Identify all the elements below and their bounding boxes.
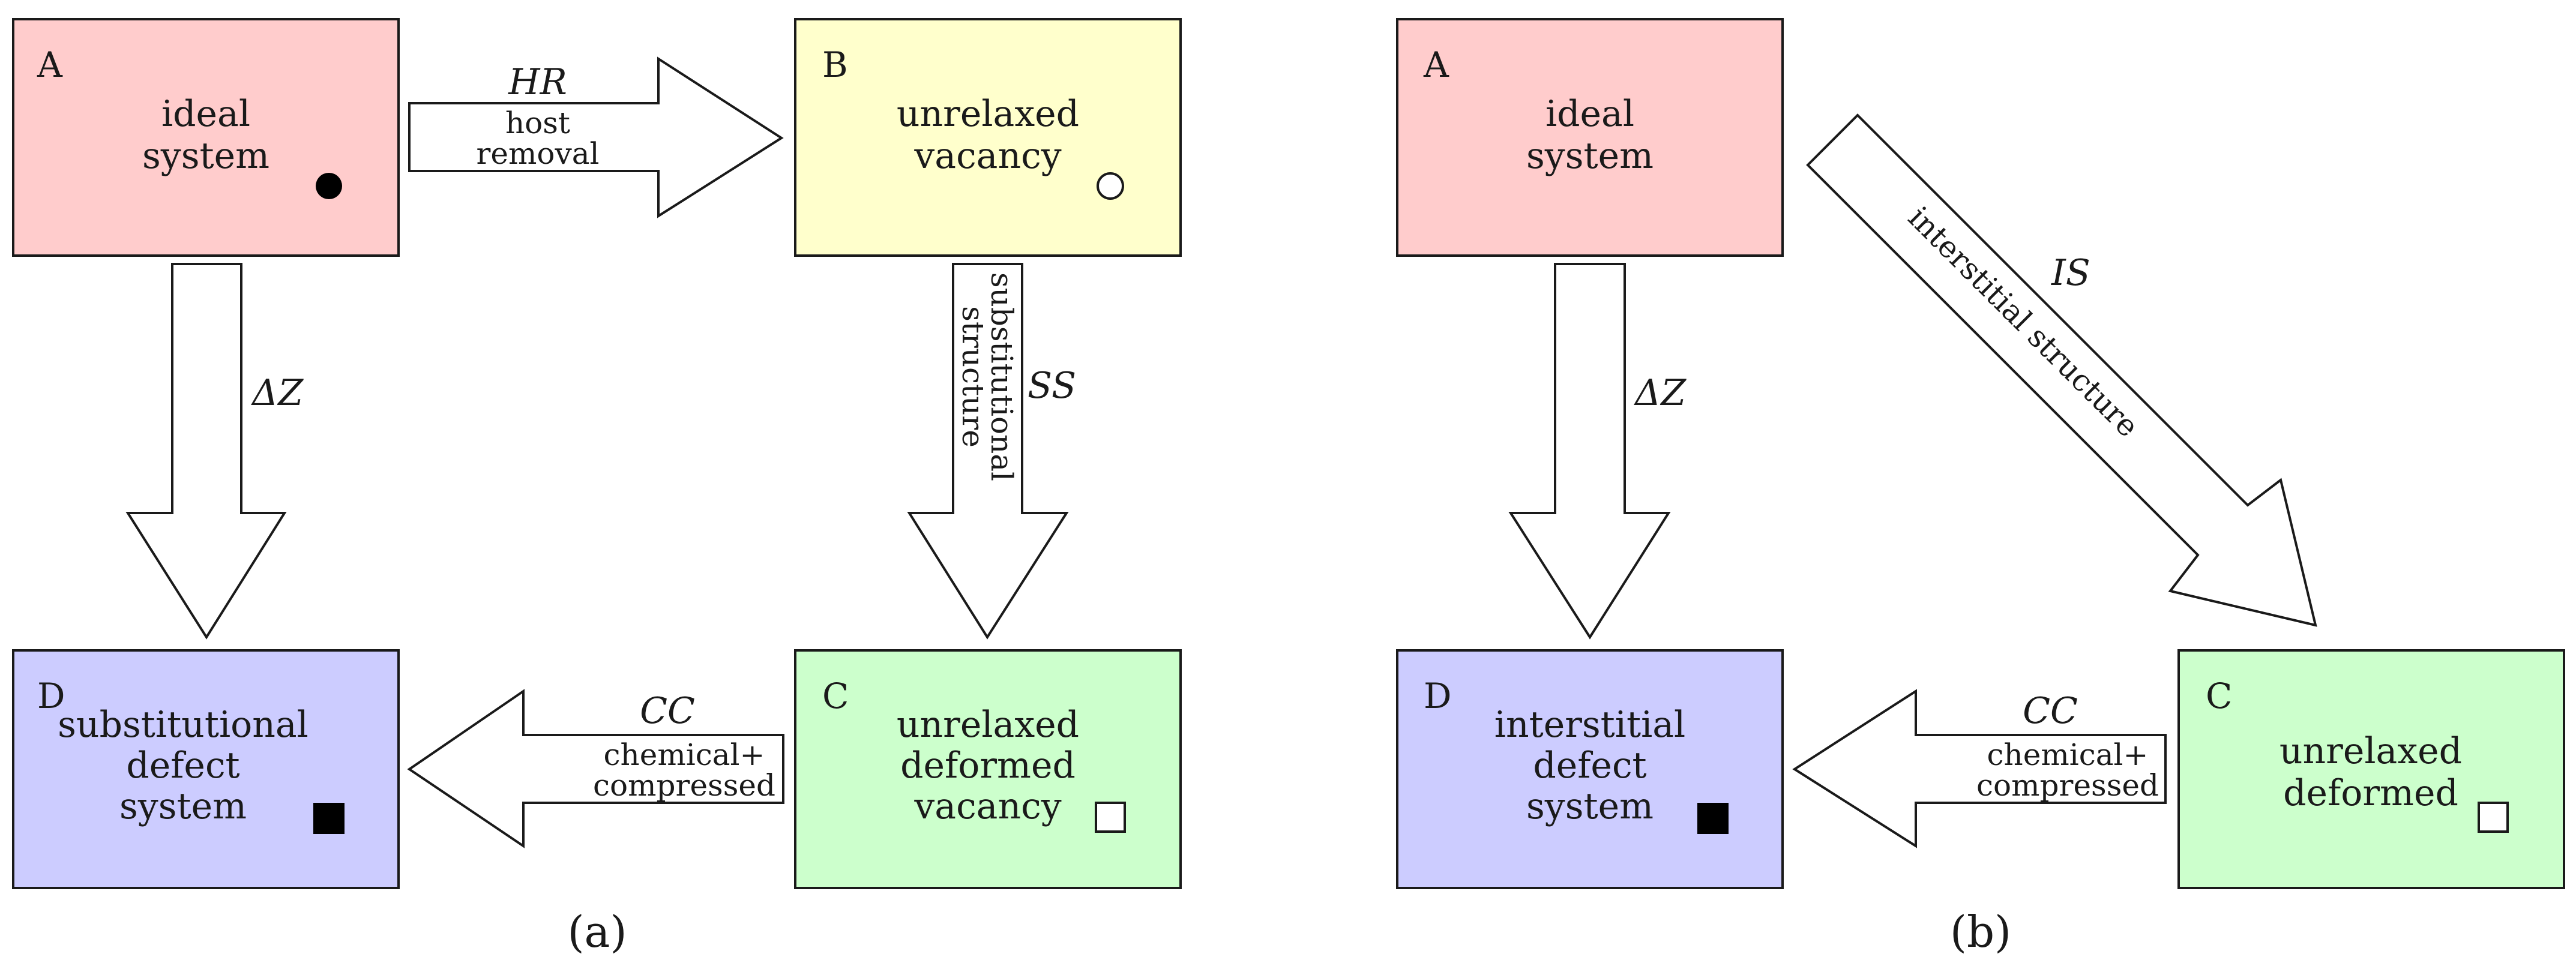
panel-b: A ideal system C unrelaxed deformed D in… xyxy=(1396,18,2565,957)
box-A-line1: ideal xyxy=(1545,93,1634,135)
box-A-line1: ideal xyxy=(161,93,250,135)
box-C-line3: vacancy xyxy=(913,785,1061,827)
box-D-rect xyxy=(12,649,400,889)
arrow-DZ-a: ΔZ xyxy=(125,263,304,640)
filled-circle-icon xyxy=(316,173,342,199)
arrow-CC-a-shape xyxy=(407,689,784,848)
box-B-letter: B xyxy=(822,44,848,85)
box-D-line1: interstitial xyxy=(1494,704,1686,746)
box-D-letter: D xyxy=(1424,676,1452,716)
arrow-DZ-a-symbol: ΔZ xyxy=(251,372,304,414)
arrow-CC-a-symbol: CC xyxy=(640,690,695,732)
box-C-rect xyxy=(794,649,1182,889)
arrow-CC-a: CC chemical+ compressed xyxy=(407,689,784,848)
arrow-DZ-a-shape xyxy=(125,263,287,640)
arrow-HR-shape xyxy=(408,56,784,218)
box-C-line2: deformed xyxy=(900,745,1076,787)
box-A-letter: A xyxy=(37,44,63,85)
panel-b-caption: (b) xyxy=(1950,907,2011,957)
box-A-line2: system xyxy=(1526,135,1654,177)
panel-b-box-C: C unrelaxed deformed xyxy=(2177,649,2565,889)
arrow-SS-line1: substitutional xyxy=(984,272,1019,481)
box-C-rect xyxy=(2177,649,2565,889)
box-D-line3: system xyxy=(119,785,247,827)
arrow-IS-shape xyxy=(1806,113,2317,627)
arrow-DZ-b: ΔZ xyxy=(1508,263,1687,640)
box-A-rect xyxy=(1396,18,1784,257)
arrow-SS: substitutional structure SS xyxy=(907,263,1076,640)
box-C-line2: deformed xyxy=(2283,772,2458,814)
box-B-rect xyxy=(794,18,1182,257)
arrow-IS: interstitial structure IS xyxy=(1806,113,2317,627)
box-A-letter: A xyxy=(1423,44,1449,85)
arrow-DZ-b-symbol: ΔZ xyxy=(1634,372,1687,414)
box-D-line2: defect xyxy=(126,745,239,787)
arrow-CC-a-line1: chemical+ xyxy=(604,737,765,772)
panel-a-caption: (a) xyxy=(567,907,627,957)
panel-b-box-D: D interstitial defect system xyxy=(1396,649,1784,889)
arrow-CC-b-shape xyxy=(1792,689,2167,848)
panel-b-box-A: A ideal system xyxy=(1396,18,1784,257)
box-C-letter: C xyxy=(2206,676,2232,716)
panel-a-box-D: D substitutional defect system xyxy=(12,649,400,889)
arrow-CC-b-line1: chemical+ xyxy=(1987,737,2149,772)
panel-a-box-C: C unrelaxed deformed vacancy xyxy=(794,649,1182,889)
arrow-HR-line2: removal xyxy=(476,136,599,171)
filled-square-icon xyxy=(1697,803,1729,834)
arrow-CC-b: CC chemical+ compressed xyxy=(1792,689,2167,848)
open-square-icon xyxy=(1095,802,1126,833)
box-D-letter: D xyxy=(37,676,65,716)
filled-square-icon xyxy=(313,803,345,834)
arrow-CC-b-line2: compressed xyxy=(1976,768,2159,803)
box-D-line3: system xyxy=(1526,785,1654,827)
arrow-HR: HR host removal xyxy=(408,56,784,218)
box-C-line1: unrelaxed xyxy=(897,704,1079,746)
box-A-line2: system xyxy=(142,135,269,177)
box-B-line2: vacancy xyxy=(913,135,1061,177)
arrow-SS-shape xyxy=(907,263,1069,640)
arrow-DZ-b-shape xyxy=(1508,263,1671,640)
box-A-rect xyxy=(12,18,400,257)
arrow-IS-symbol: IS xyxy=(2051,252,2090,294)
open-square-icon xyxy=(2478,802,2509,833)
box-C-letter: C xyxy=(822,676,849,716)
arrow-SS-symbol: SS xyxy=(1028,365,1076,407)
panel-a-box-A: A ideal system xyxy=(12,18,400,257)
arrow-HR-line1: host xyxy=(505,106,570,140)
open-circle-icon xyxy=(1097,172,1124,200)
box-D-line1: substitutional xyxy=(58,704,308,746)
box-B-line1: unrelaxed xyxy=(897,93,1079,135)
box-D-line2: defect xyxy=(1533,745,1646,787)
panel-a: A ideal system B unrelaxed vacancy C unr… xyxy=(12,18,1182,957)
arrow-HR-symbol: HR xyxy=(508,61,567,103)
box-C-line1: unrelaxed xyxy=(2280,730,2462,772)
box-D-rect xyxy=(1396,649,1784,889)
arrow-IS-label: interstitial structure xyxy=(1901,200,2146,444)
arrow-CC-b-symbol: CC xyxy=(2023,690,2078,732)
panel-a-box-B: B unrelaxed vacancy xyxy=(794,18,1182,257)
arrow-SS-line2: structure xyxy=(955,306,990,448)
arrow-CC-a-line2: compressed xyxy=(593,768,775,803)
